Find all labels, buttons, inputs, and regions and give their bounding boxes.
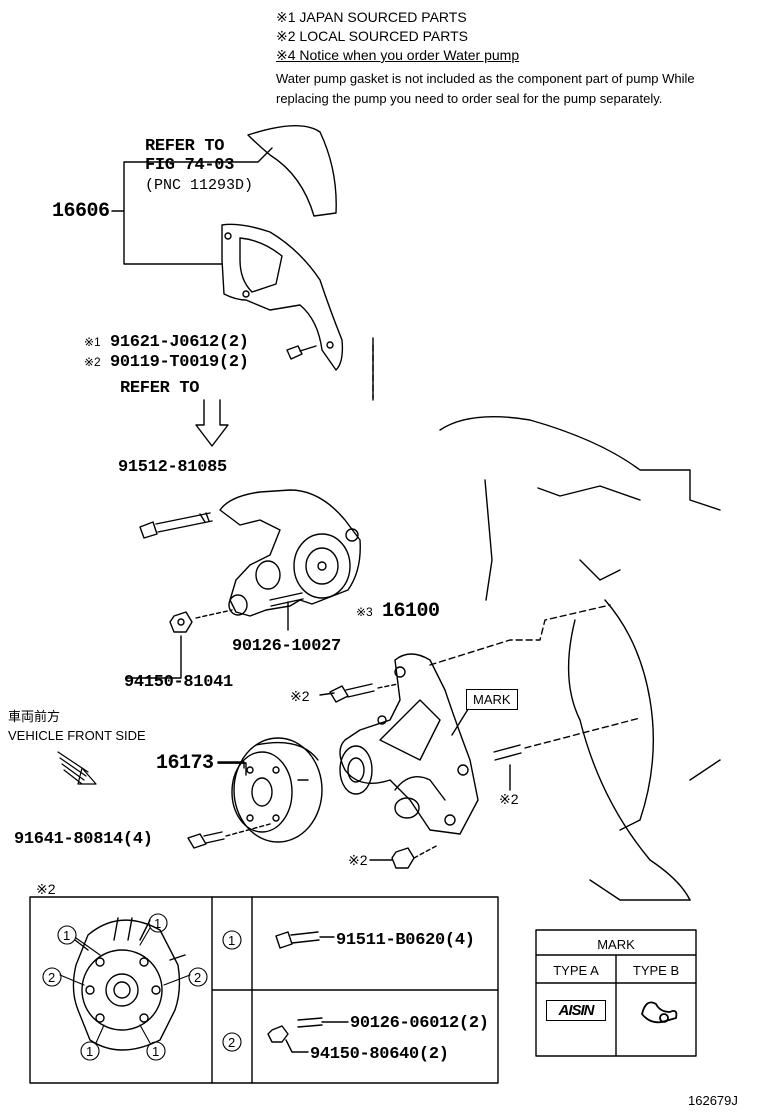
- part-90126-10027[interactable]: 90126-10027: [232, 637, 341, 656]
- symbol-local-2a: ※2: [84, 355, 101, 369]
- lower-timing-cover: [221, 223, 344, 371]
- part-91512-81085[interactable]: 91512-81085: [118, 458, 227, 477]
- refer-pnc-label: (PNC 11293D): [145, 177, 254, 194]
- part-90119-T0019[interactable]: 90119-T0019(2): [110, 353, 249, 372]
- symbol-local-2d: ※2: [348, 852, 368, 868]
- note-water-pump: ※4 Notice when you order Water pump: [276, 47, 520, 63]
- pump-front-view: [72, 917, 186, 1051]
- belt-tensioner: [219, 489, 361, 617]
- mark-table-header: MARK: [597, 937, 635, 952]
- stud-90126: [269, 592, 304, 607]
- symbol-local-2e: ※2: [36, 881, 56, 897]
- symbol-local-2b: ※2: [290, 688, 310, 704]
- circle-label-2b: 2: [194, 970, 202, 985]
- circle-label-2a: 2: [48, 970, 56, 985]
- note-japan-sourced: ※1 JAPAN SOURCED PARTS: [276, 9, 467, 25]
- part-91641-80814[interactable]: 91641-80814(4): [14, 830, 153, 849]
- nut-94150: [169, 611, 193, 633]
- symbol-japan-1: ※1: [84, 335, 101, 349]
- part-91621-J0612[interactable]: 91621-J0612(2): [110, 333, 249, 352]
- circle-label-1c: 1: [86, 1044, 94, 1059]
- bolt-pump-top: [329, 683, 399, 703]
- symbol-3: ※3: [356, 605, 373, 619]
- mark-callout: MARK: [466, 689, 518, 710]
- front-arrow: [57, 751, 97, 785]
- part-16173[interactable]: 16173: [156, 752, 214, 775]
- note-gasket-line-1: Water pump gasket is not included as the…: [276, 71, 695, 86]
- bolt-91512: [139, 512, 213, 539]
- front-side-en: VEHICLE FRONT SIDE: [8, 728, 146, 743]
- figure-id: 162679J: [688, 1093, 738, 1108]
- water-pump: [339, 653, 479, 835]
- circle-label-1d: 1: [152, 1044, 160, 1059]
- water-pump-pulley: [217, 737, 323, 843]
- part-91511-B0620[interactable]: 91511-B0620(4): [336, 931, 475, 950]
- stud-90126-06012: [297, 1017, 349, 1028]
- part-94150-80640[interactable]: 94150-80640(2): [310, 1045, 449, 1064]
- circle-label-1b: 1: [154, 916, 162, 931]
- symbol-local-2c: ※2: [499, 791, 519, 807]
- circle-label-1a: 1: [63, 928, 71, 943]
- note-gasket-line-2: replacing the pump you need to order sea…: [276, 91, 663, 106]
- mark-table-type-b: TYPE B: [632, 963, 680, 978]
- table-row1-circle: 1: [228, 933, 236, 948]
- part-94150-81041[interactable]: 94150-81041: [124, 673, 233, 692]
- part-16100[interactable]: 16100: [382, 600, 440, 623]
- refer-fig-label: FIG 74-03: [145, 156, 235, 175]
- type-b-symbol: [641, 1001, 678, 1024]
- part-90126-06012[interactable]: 90126-06012(2): [350, 1014, 489, 1033]
- part-16606[interactable]: 16606: [52, 200, 110, 223]
- refer-to-label-2: REFER TO: [120, 379, 200, 398]
- front-side-jp: 車両前方: [8, 709, 61, 724]
- aisin-logo: AISIN: [546, 1000, 606, 1021]
- callout-circles: [42, 913, 242, 1061]
- bolt-91641: [187, 823, 271, 849]
- refer-to-label: REFER TO: [145, 137, 225, 156]
- bolt-91621: [286, 345, 317, 360]
- table-row2-circle: 2: [228, 1035, 236, 1050]
- refer-arrow: [195, 399, 229, 447]
- mark-table-type-a: TYPE A: [553, 963, 599, 978]
- stud-right: [493, 717, 641, 791]
- nut-bottom: [369, 844, 439, 869]
- nut-94150-80640: [267, 1025, 309, 1053]
- note-local-sourced: ※2 LOCAL SOURCED PARTS: [276, 28, 468, 44]
- bolt-91511: [275, 931, 335, 949]
- upper-timing-cover: [247, 124, 337, 217]
